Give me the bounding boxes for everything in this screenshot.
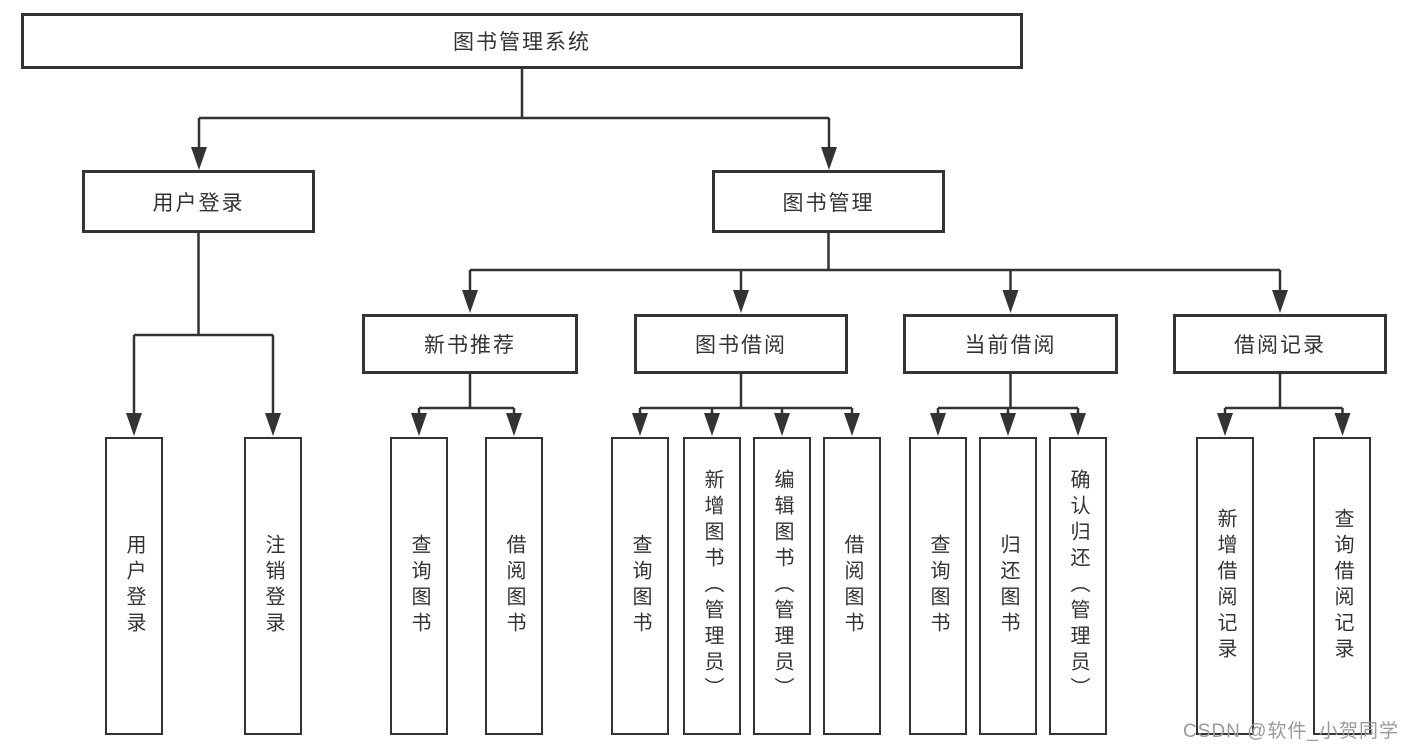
node-root-label: 图书管理系统 (453, 31, 591, 54)
leaf-add-book-admin: 新增图书（管理员） (683, 437, 741, 735)
csdn-watermark: CSDN @软件_小贺同学 (1183, 721, 1399, 742)
leaf-recommend-borrow-book-label: 借阅图书 (503, 534, 525, 638)
node-user-login: 用户登录 (82, 170, 315, 233)
leaf-borrow-book-label: 借阅图书 (841, 534, 863, 638)
node-current-borrow: 当前借阅 (903, 314, 1118, 374)
leaf-recommend-borrow-book: 借阅图书 (485, 437, 543, 735)
leaf-return-book: 归还图书 (979, 437, 1037, 735)
node-new-book-recommend-label: 新书推荐 (424, 334, 516, 357)
leaf-borrow-query-book: 查询图书 (611, 437, 669, 735)
leaf-current-query-book: 查询图书 (909, 437, 967, 735)
leaf-confirm-return-admin: 确认归还（管理员） (1049, 437, 1107, 735)
leaf-query-borrow-record-label: 查询借阅记录 (1331, 508, 1353, 664)
leaf-recommend-query-book: 查询图书 (390, 437, 448, 735)
node-root: 图书管理系统 (21, 13, 1023, 69)
leaf-confirm-return-admin-label: 确认归还（管理员） (1067, 469, 1089, 703)
leaf-add-borrow-record-label: 新增借阅记录 (1214, 508, 1236, 664)
node-borrow-record-label: 借阅记录 (1234, 334, 1326, 357)
leaf-recommend-query-book-label: 查询图书 (408, 534, 430, 638)
node-current-borrow-label: 当前借阅 (964, 334, 1057, 357)
leaf-logout: 注销登录 (244, 437, 302, 735)
leaf-user-login-label: 用户登录 (123, 534, 145, 638)
leaf-borrow-query-book-label: 查询图书 (629, 534, 651, 638)
node-borrow-record: 借阅记录 (1173, 314, 1387, 374)
leaf-query-borrow-record: 查询借阅记录 (1313, 437, 1371, 735)
leaf-add-borrow-record: 新增借阅记录 (1196, 437, 1254, 735)
node-book-management-label: 图书管理 (782, 191, 875, 215)
leaf-user-login: 用户登录 (105, 437, 163, 735)
leaf-edit-book-admin: 编辑图书（管理员） (753, 437, 811, 735)
node-new-book-recommend: 新书推荐 (362, 314, 578, 374)
leaf-edit-book-admin-label: 编辑图书（管理员） (771, 469, 793, 703)
leaf-borrow-book: 借阅图书 (823, 437, 881, 735)
node-user-login-label: 用户登录 (152, 191, 245, 215)
node-book-borrow-label: 图书借阅 (695, 334, 787, 357)
node-book-management: 图书管理 (712, 170, 945, 233)
node-book-borrow: 图书借阅 (634, 314, 848, 374)
leaf-return-book-label: 归还图书 (997, 534, 1019, 638)
leaf-logout-label: 注销登录 (262, 534, 284, 638)
leaf-add-book-admin-label: 新增图书（管理员） (701, 469, 723, 703)
leaf-current-query-book-label: 查询图书 (927, 534, 949, 638)
